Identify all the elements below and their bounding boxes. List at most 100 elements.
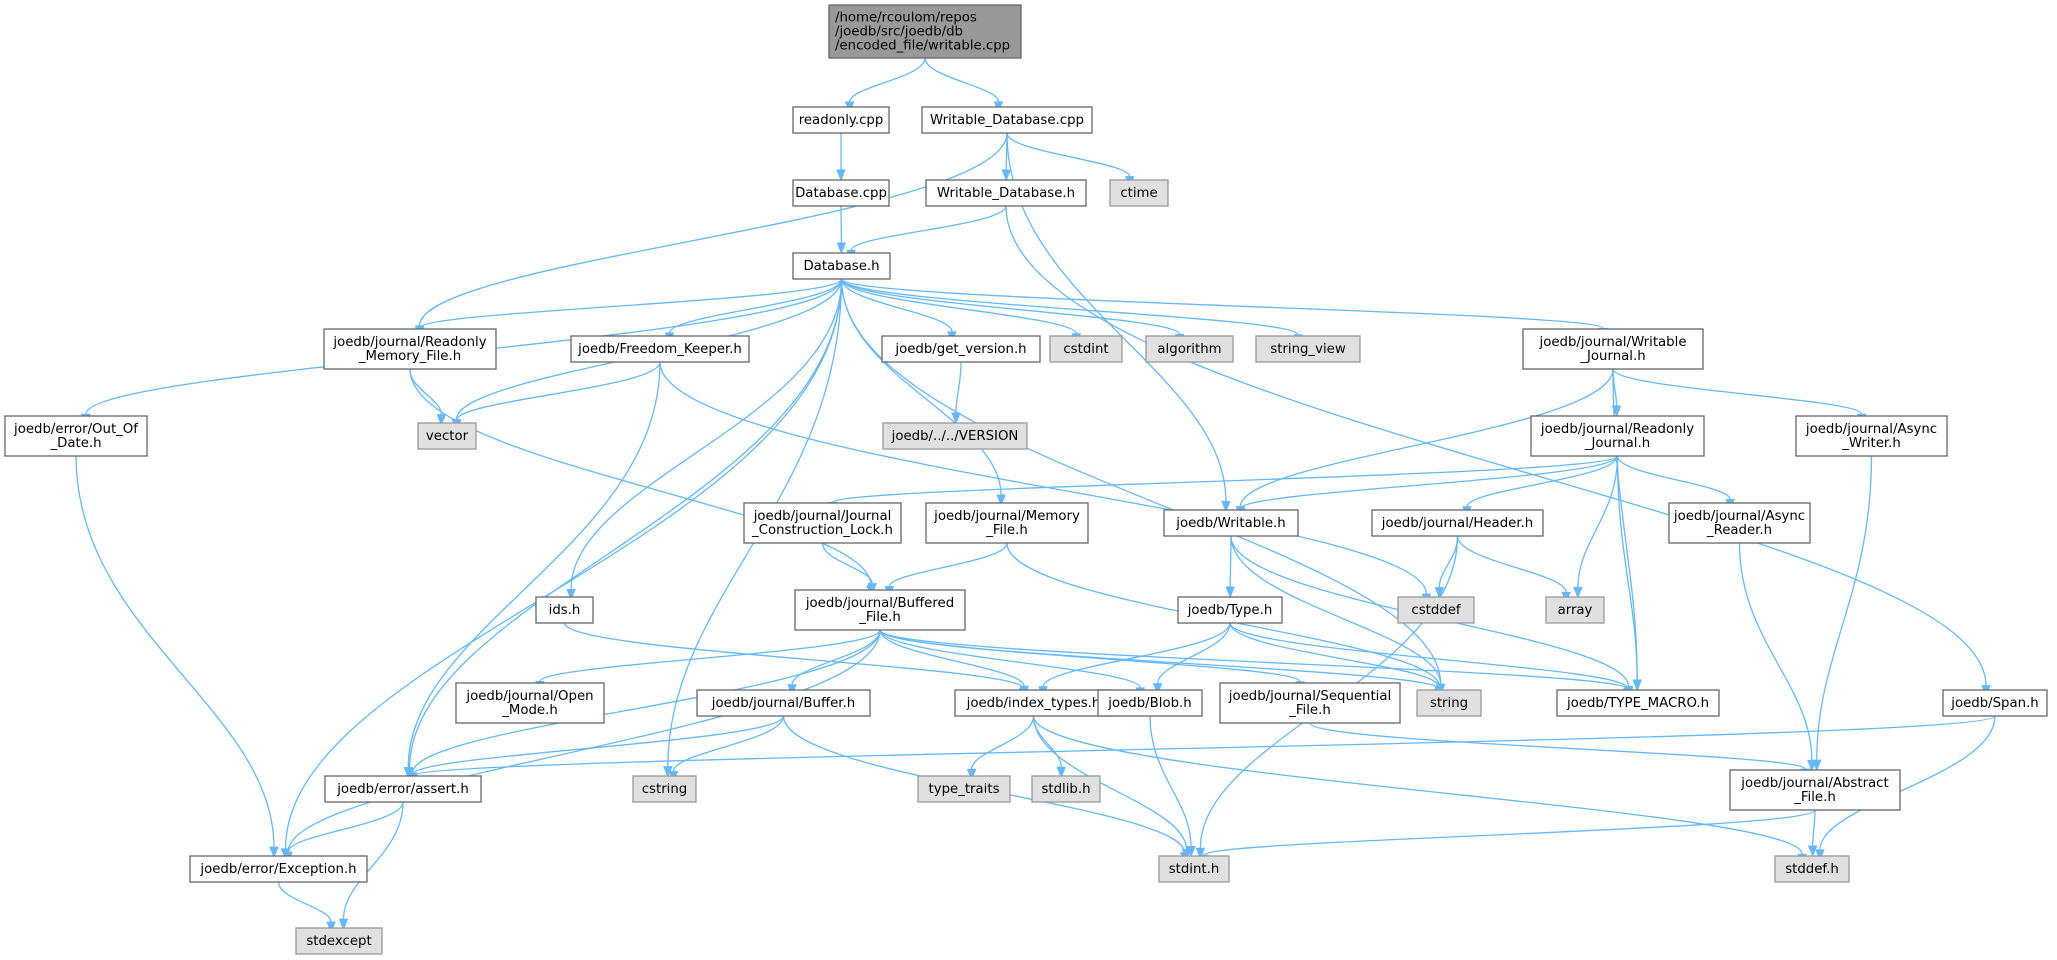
edge-readonly-journal-h-to-async-reader-h: [1616, 455, 1735, 511]
node-box: [1556, 689, 1720, 717]
node-exception-h[interactable]: joedb/error/Exception.h: [189, 855, 368, 883]
node-stddef-h[interactable]: stddef.h: [1774, 855, 1850, 883]
node-stdexcept[interactable]: stdexcept: [295, 927, 383, 955]
edge-line: [1229, 622, 1629, 689]
node-label: joedb/index_types.h: [966, 696, 1101, 711]
node-box: [1795, 415, 1948, 457]
node-async-reader-h[interactable]: joedb/journal/Async_Reader.h: [1668, 502, 1811, 544]
node-label: array: [1558, 603, 1593, 618]
edge-async-writer-h-to-abstract-file-h: [1812, 455, 1873, 772]
node-algorithm[interactable]: algorithm: [1145, 335, 1234, 363]
node-buffered-file-h[interactable]: joedb/journal/Buffered_File.h: [794, 589, 966, 631]
node-writable-database-cpp[interactable]: Writable_Database.cpp: [921, 106, 1093, 134]
node-readonly-cpp[interactable]: readonly.cpp: [792, 106, 890, 134]
node-stdint-h[interactable]: stdint.h: [1158, 855, 1230, 883]
node-header-h[interactable]: joedb/journal/Header.h: [1371, 509, 1544, 537]
node-label: /home/rcoulom/repos: [835, 11, 977, 26]
node-label: _Writer.h: [1841, 436, 1901, 451]
node-label: joedb/journal/Writable: [1539, 335, 1687, 350]
edge-database-h-to-ids-h: [566, 278, 843, 601]
edge-line: [1229, 535, 1232, 588]
node-journal-construction-lock-h[interactable]: joedb/journal/Journal_Construction_Lock.…: [743, 502, 902, 544]
node-writable-h[interactable]: joedb/Writable.h: [1163, 509, 1299, 537]
node-open-mode-h[interactable]: joedb/journal/Open_Mode.h: [455, 682, 605, 724]
edge-root-to-writable-database-cpp: [924, 57, 1004, 114]
node-cstdint[interactable]: cstdint: [1049, 335, 1123, 363]
edge-out-of-date-h-to-exception-h: [75, 455, 279, 859]
node-database-cpp[interactable]: Database.cpp: [792, 179, 890, 207]
node-get-version-h[interactable]: joedb/get_version.h: [881, 335, 1041, 363]
node-box: [1049, 335, 1123, 363]
node-vector[interactable]: vector: [417, 422, 477, 450]
node-box: [1545, 596, 1605, 624]
node-readonly-memory-file-h[interactable]: joedb/journal/Readonly_Memory_File.h: [323, 328, 497, 370]
node-memory-file-h[interactable]: joedb/journal/Memory_File.h: [925, 502, 1089, 544]
node-label: vector: [426, 429, 469, 444]
node-ctime[interactable]: ctime: [1109, 179, 1169, 207]
node-cstddef[interactable]: cstddef: [1397, 596, 1475, 624]
node-writable-database-h[interactable]: Writable_Database.h: [925, 179, 1087, 207]
node-box: [1031, 775, 1101, 803]
node-readonly-journal-h[interactable]: joedb/journal/Readonly_Journal.h: [1530, 415, 1705, 457]
edge-line: [1240, 455, 1619, 510]
node-box: [743, 502, 902, 544]
edge-line: [1309, 722, 1806, 770]
node-array[interactable]: array: [1545, 596, 1605, 624]
node-span-h[interactable]: joedb/Span.h: [1942, 689, 2048, 717]
node-buffer-h[interactable]: joedb/journal/Buffer.h: [696, 689, 871, 717]
node-label: joedb/Freedom_Keeper.h: [577, 342, 742, 357]
node-database-h[interactable]: Database.h: [792, 252, 891, 280]
node-freedom-keeper-h[interactable]: joedb/Freedom_Keeper.h: [570, 335, 750, 363]
node-sequential-file-h[interactable]: joedb/journal/Sequential_File.h: [1219, 682, 1401, 724]
edge-line: [1230, 535, 1442, 685]
edge-buffered-file-h-to-index-types-h: [879, 629, 1029, 698]
node-string-view[interactable]: string_view: [1255, 335, 1361, 363]
node-root[interactable]: /home/rcoulom/repos/joedb/src/joedb/db/e…: [828, 4, 1022, 59]
node-box: [295, 927, 383, 955]
edge-line: [419, 278, 843, 329]
edge-line: [848, 57, 926, 103]
node-blob-h[interactable]: joedb/Blob.h: [1097, 689, 1203, 717]
node-label: _Reader.h: [1706, 523, 1772, 538]
node-type-h[interactable]: joedb/Type.h: [1177, 596, 1283, 624]
edge-line: [821, 542, 873, 584]
node-label: _Journal.h: [1584, 436, 1650, 451]
edge-line: [840, 278, 1604, 329]
edge-writable-database-cpp-to-readonly-memory-file-h: [414, 132, 1008, 338]
node-abstract-file-h[interactable]: joedb/journal/Abstract_File.h: [1729, 769, 1901, 811]
node-box: [417, 422, 477, 450]
node-box: [4, 415, 148, 457]
edge-line: [1005, 205, 1987, 686]
node-box: [189, 855, 368, 883]
node-version[interactable]: joedb/../../VERSION: [882, 422, 1028, 450]
edge-line: [570, 278, 843, 590]
node-label: _Construction_Lock.h: [751, 523, 893, 538]
edge-arrowhead: [1221, 500, 1231, 513]
node-type-traits[interactable]: type_traits: [917, 775, 1011, 803]
node-label: joedb/journal/Open: [465, 689, 593, 704]
edge-abstract-file-h-to-stddef-h: [1807, 809, 1818, 858]
node-label: joedb/error/assert.h: [336, 782, 469, 797]
node-string[interactable]: string: [1416, 689, 1482, 717]
node-index-types-h[interactable]: joedb/index_types.h: [954, 689, 1113, 717]
node-async-writer-h[interactable]: joedb/journal/Async_Writer.h: [1795, 415, 1948, 457]
edge-line: [1203, 809, 1816, 856]
node-ids-h[interactable]: ids.h: [535, 596, 594, 624]
node-label: joedb/TYPE_MACRO.h: [1566, 696, 1709, 711]
node-box: [455, 682, 605, 724]
node-stdlib-h[interactable]: stdlib.h: [1031, 775, 1101, 803]
node-box: [1158, 855, 1230, 883]
node-writable-journal-h[interactable]: joedb/journal/Writable_Journal.h: [1522, 328, 1704, 370]
node-type-macro-h[interactable]: joedb/TYPE_MACRO.h: [1556, 689, 1720, 717]
edge-line: [1819, 715, 1996, 850]
node-label: joedb/journal/Async: [1673, 509, 1805, 524]
edge-arrowhead: [1225, 586, 1235, 599]
node-out-of-date-h[interactable]: joedb/error/Out_Of_Date.h: [4, 415, 148, 457]
node-assert-h[interactable]: joedb/error/assert.h: [324, 775, 482, 803]
node-cstring[interactable]: cstring: [632, 775, 697, 803]
edge-arrowhead: [566, 588, 576, 601]
edge-arrowhead: [269, 846, 279, 859]
edge-line: [1577, 455, 1619, 588]
node-label: cstddef: [1411, 603, 1461, 618]
